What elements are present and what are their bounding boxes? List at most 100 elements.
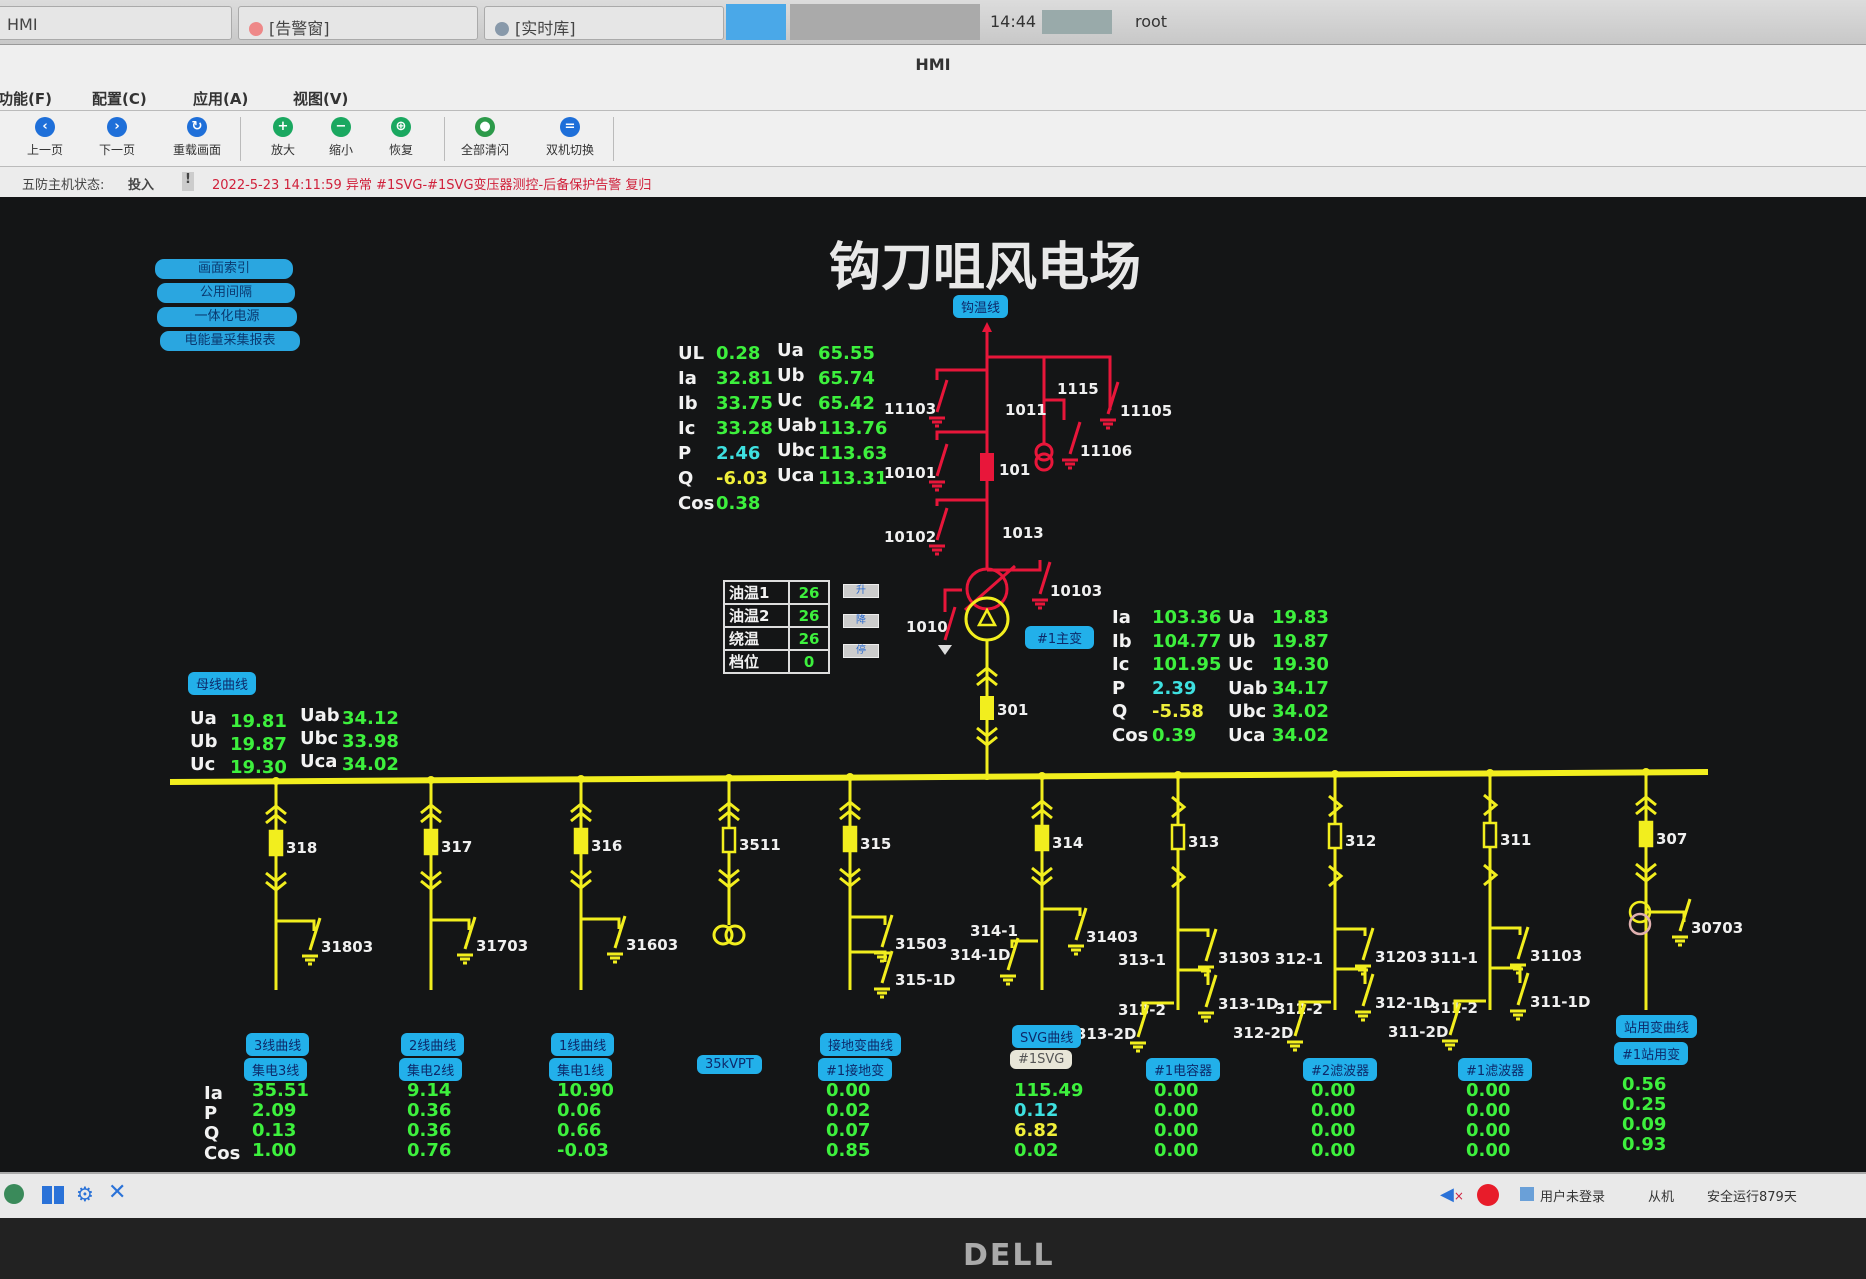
tap-button[interactable]: 降 [843, 614, 879, 628]
bay-name-button[interactable]: #1滤波器 [1458, 1058, 1533, 1081]
row-label: P [204, 1103, 218, 1124]
toolbar-button-chevron-left[interactable]: ‹上一页 [10, 117, 80, 158]
tools-icon[interactable]: ✕ [108, 1180, 127, 1205]
settings-gear-icon[interactable]: ⚙ [76, 1182, 94, 1206]
database-icon [495, 22, 509, 36]
toolbar-button-switch[interactable]: =双机切换 [535, 117, 605, 158]
bay-name-button[interactable]: #1站用变 [1614, 1042, 1689, 1065]
meas-value: 2.39 [1152, 677, 1197, 699]
toolbar-button-restore[interactable]: ⊕恢复 [366, 117, 436, 158]
bay-name-button[interactable]: 35kVPT [697, 1055, 762, 1074]
bay-name-button[interactable]: 集电3线 [244, 1058, 308, 1081]
start-icon[interactable] [4, 1184, 24, 1204]
bay-name-button[interactable]: #1电容器 [1146, 1058, 1221, 1081]
toolbar-button-zoom-out[interactable]: −缩小 [306, 117, 376, 158]
curve-button[interactable]: 接地变曲线 [820, 1033, 902, 1056]
plug-connector-icon [570, 811, 592, 823]
feeder-value: 35.51 [252, 1080, 309, 1101]
curve-button[interactable]: SVG曲线 [1012, 1025, 1082, 1048]
bay-name-button[interactable]: #2滤波器 [1303, 1058, 1378, 1081]
tray-icons[interactable] [1042, 10, 1112, 34]
meas-value: 19.87 [1272, 630, 1329, 652]
menu-function[interactable]: 功能(F) [0, 90, 52, 108]
desktop-pager-active[interactable] [726, 4, 786, 40]
line-label-button[interactable]: 钩温线 [953, 295, 1009, 318]
nav-integrated-power-button[interactable]: 一体化电源 [157, 307, 297, 327]
five-prevent-status-value: 投入 [128, 178, 155, 193]
toolbar-label: 双机切换 [545, 143, 594, 157]
plug-connector-icon [976, 675, 998, 687]
feeder-value: 0.00 [826, 1080, 871, 1101]
tap-button[interactable]: 停 [843, 644, 879, 658]
windows-grid-icon[interactable] [42, 1186, 64, 1204]
feeder-value: 0.06 [557, 1100, 602, 1121]
menu-apply[interactable]: 应用(A) [193, 90, 249, 108]
meas-value: 34.12 [342, 708, 399, 729]
taskbar-tab-realtime-db[interactable]: [实时库] [484, 6, 724, 40]
main-transformer-button[interactable]: #1主变 [1025, 626, 1095, 649]
bay-name-button[interactable]: #1SVG [1010, 1050, 1073, 1069]
toolbar-label: 上一页 [26, 143, 63, 157]
plug-connector-icon [1635, 795, 1657, 807]
feeder-value: 6.82 [1014, 1120, 1059, 1141]
breaker-label: 3511 [739, 836, 781, 854]
tap-button[interactable]: 升 [843, 584, 879, 598]
circuit-breaker [1638, 820, 1654, 848]
toolbar-button-chevron-right[interactable]: ›下一页 [82, 117, 152, 158]
meas-value: 65.55 [818, 343, 875, 364]
plug-connector-icon [1635, 871, 1657, 883]
meas-value: 33.28 [716, 418, 773, 439]
taskbar-tab-alarm-window[interactable]: [告警窗] [238, 6, 478, 40]
curve-button[interactable]: 2线曲线 [401, 1033, 465, 1056]
toolbar-button-clear-flash[interactable]: ●全部清闪 [450, 117, 520, 158]
hv-wire [935, 498, 987, 506]
meas-label: Ia [1112, 607, 1131, 628]
latest-alarm-message[interactable]: 2022-5-23 14:11:59 异常 #1SVG-#1SVG变压器测控-后… [212, 178, 652, 193]
bay-name-button[interactable]: 集电1线 [549, 1058, 613, 1081]
zoom-in-icon: + [273, 117, 293, 137]
current-transformer-icon [1034, 452, 1054, 472]
meas-label: P [678, 443, 692, 464]
nav-energy-report-button[interactable]: 电能量采集报表 [160, 331, 300, 351]
alarm-icon [249, 22, 263, 36]
circuit-breaker [423, 828, 439, 856]
transformer-lv-winding-icon [964, 596, 1010, 642]
feeder-wire [1178, 928, 1210, 937]
temp-value: 0 [788, 649, 830, 674]
curve-button[interactable]: 1线曲线 [551, 1033, 615, 1056]
meas-value: 34.17 [1272, 677, 1329, 699]
plug-connector-icon [976, 735, 998, 747]
taskbar-tab-hmi[interactable]: HMI [0, 6, 232, 40]
switch-label: 10102 [884, 528, 936, 546]
toolbar-button-reload[interactable]: ↻重载画面 [162, 117, 232, 158]
login-status[interactable]: 用户未登录 [1540, 1190, 1606, 1205]
toolbar-button-zoom-in[interactable]: +放大 [248, 117, 318, 158]
desktop-pager[interactable] [790, 4, 980, 40]
curve-button[interactable]: 3线曲线 [246, 1033, 310, 1056]
meas-label: Q [678, 468, 694, 489]
feeder-wire [1490, 926, 1522, 935]
menu-view[interactable]: 视图(V) [293, 90, 349, 108]
mute-speaker-icon[interactable]: ◀× [1440, 1184, 1464, 1205]
station-transformer-icon [1628, 912, 1652, 936]
earth-switch-blade [613, 915, 627, 949]
plug-connector-icon [1031, 866, 1053, 878]
breaker-label: 313 [1188, 833, 1219, 851]
nav-common-bay-button[interactable]: 公用间隔 [157, 283, 295, 303]
curve-button[interactable]: 站用变曲线 [1616, 1015, 1698, 1038]
alarm-indicator-icon[interactable]: ! [182, 172, 194, 191]
menu-config[interactable]: 配置(C) [92, 90, 147, 108]
bay-name-button[interactable]: 集电2线 [399, 1058, 463, 1081]
breaker-label: 101 [999, 461, 1030, 479]
bay-name-button[interactable]: #1接地变 [818, 1058, 893, 1081]
reactor-icon [1483, 863, 1499, 887]
feeder-value: 2.09 [252, 1100, 297, 1121]
circuit-breaker-101 [980, 453, 994, 481]
nav-screen-index-button[interactable]: 画面索引 [155, 259, 293, 279]
os-taskbar: HMI [告警窗] [实时库] 14:44 root [0, 0, 1866, 45]
bus-curve-button[interactable]: 母线曲线 [188, 672, 257, 695]
feeder-wire [1010, 939, 1038, 948]
meas-value: 34.02 [1272, 724, 1329, 746]
feeder-value: 0.00 [1311, 1080, 1356, 1101]
